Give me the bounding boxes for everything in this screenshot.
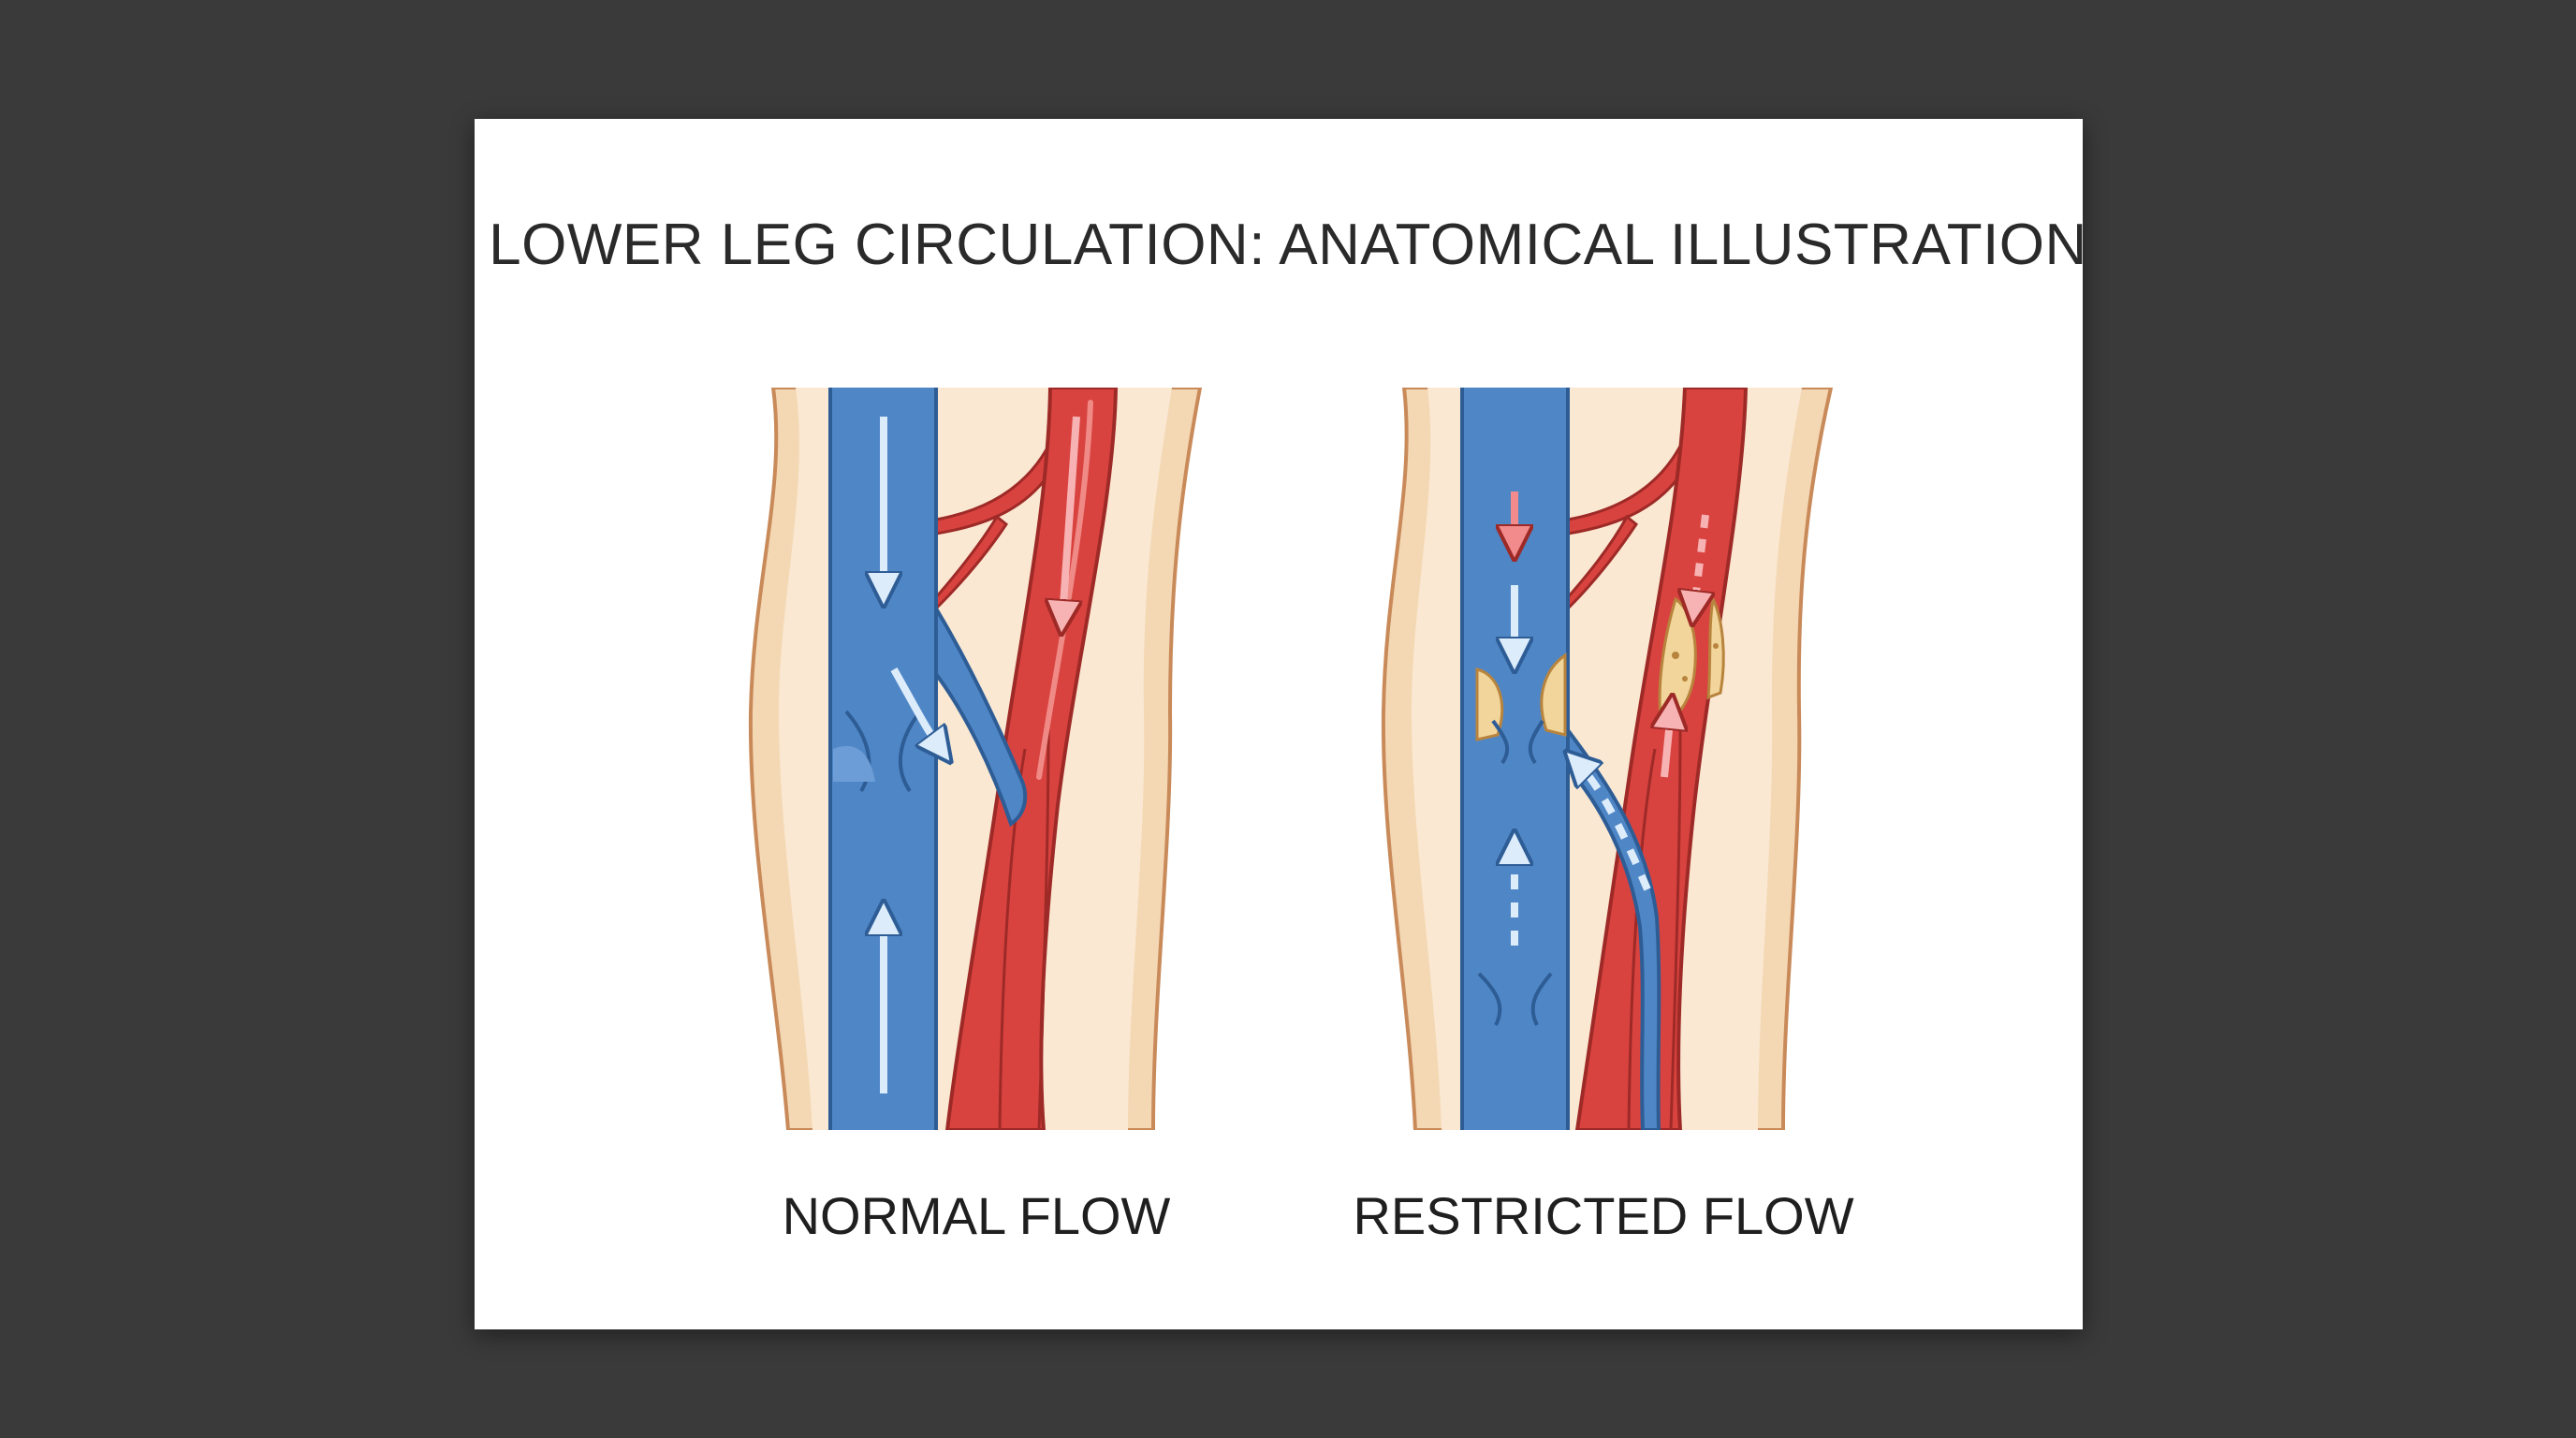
artery-split-line2-right <box>1627 748 1657 1130</box>
vein-arrow-curve-left <box>890 668 941 749</box>
vein-branch-left <box>934 601 1028 828</box>
plaque-speck <box>1682 676 1688 682</box>
artery-arrow-up-right <box>1664 712 1671 778</box>
artery-split-line-left <box>1037 729 1050 1130</box>
restricted-flow-panel <box>1381 388 1834 1130</box>
panel-label-restricted: RESTRICTED FLOW <box>1353 1186 1854 1245</box>
illustration-card <box>475 119 2083 1329</box>
vein-valve-right-lower <box>1477 972 1553 1026</box>
vein-valve-fill-left <box>833 745 875 782</box>
plaque-speck <box>1713 643 1719 649</box>
artery-branch-small-right <box>1566 514 1639 612</box>
plaque-speck <box>1672 652 1679 659</box>
vein-valve-left <box>844 710 922 793</box>
artery-arrow-dashed-right <box>1694 514 1705 609</box>
artery-branch-right <box>1566 446 1687 536</box>
vein-plaque-right-b <box>1540 653 1567 737</box>
normal-flow-panel <box>748 388 1203 1130</box>
panel-label-normal: NORMAL FLOW <box>782 1186 1171 1245</box>
artery-split-line-right <box>1669 729 1682 1130</box>
vein-arrow-branch-dashed-right <box>1577 763 1651 891</box>
vein-main-right <box>1460 388 1570 1130</box>
artery-arrow-down-left <box>1062 416 1076 618</box>
artery-branch-small-left <box>934 514 1009 612</box>
vein-valve-right-upper <box>1491 719 1544 765</box>
diagram-title: LOWER LEG CIRCULATION: ANATOMICAL ILLUST… <box>489 213 2087 277</box>
artery-highlight-left <box>1036 400 1093 780</box>
